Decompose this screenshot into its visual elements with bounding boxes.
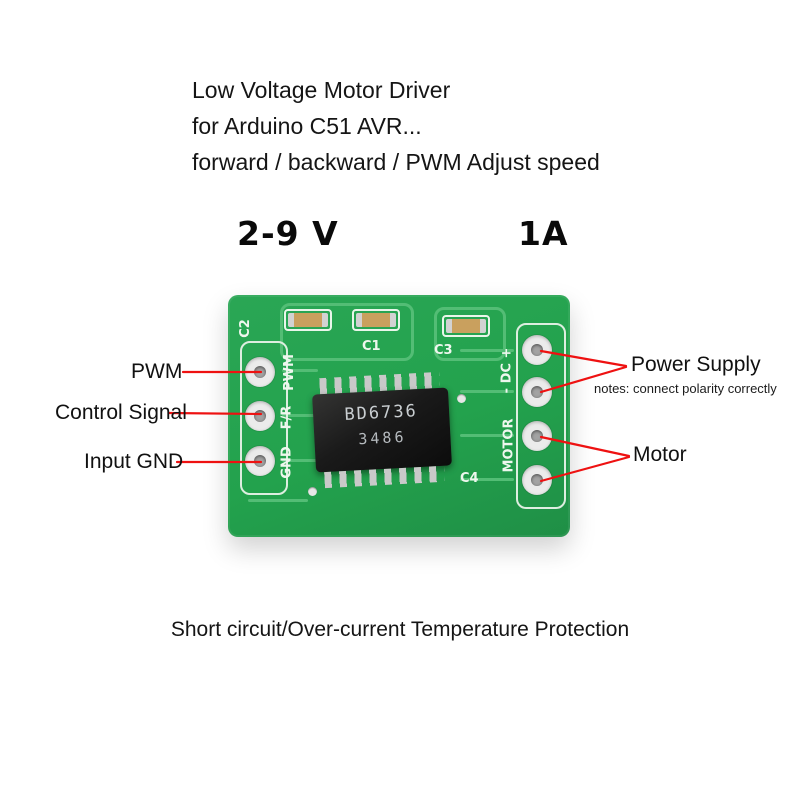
trace-loop [434,307,506,361]
pad-motor-2 [522,465,552,495]
silkscreen-dc: - DC + [499,347,515,394]
title-line-3: forward / backward / PWM Adjust speed [192,149,600,175]
pcb-module: C2 C1 C3 C4 PWM F/R GND - DC + MOTOR [228,295,570,537]
pcb-board: C2 C1 C3 C4 PWM F/R GND - DC + MOTOR [228,295,570,537]
trace [282,369,318,372]
trace [248,499,308,502]
title-line-1: Low Voltage Motor Driver [192,77,451,103]
silkscreen-gnd: GND [279,446,295,479]
trace-loop [280,303,414,361]
current-spec: 1A [518,214,569,253]
via [457,394,466,403]
pad-pwm [245,357,275,387]
label-power-supply: Power Supply [631,353,761,376]
pad-hole [254,455,266,467]
right-pin-header-outline [516,323,566,509]
pad-hole [531,430,543,442]
label-input-gnd: Input GND [84,450,184,473]
pad-dc-minus [522,377,552,407]
trace [460,349,514,352]
title-line-2: for Arduino C51 AVR... [192,113,422,139]
capacitor-body [446,319,486,333]
capacitor-body [288,313,328,327]
label-pwm: PWM [131,360,183,383]
label-control-signal: Control Signal [55,401,187,424]
pad-motor-1 [522,421,552,451]
capacitor-c3 [442,315,490,337]
label-motor: Motor [633,443,687,466]
footer-protection-note: Short circuit/Over-current Temperature P… [170,618,630,641]
pad-hole [254,410,266,422]
title-block: Low Voltage Motor Driver for Arduino C51… [192,72,600,180]
silkscreen-fr: F/R [279,405,295,430]
pad-hole [254,366,266,378]
capacitor-c2 [284,309,332,331]
pad-hole [531,386,543,398]
pad-hole [531,344,543,356]
capacitor-body [356,313,396,327]
trace [460,478,514,481]
pad-gnd [245,446,275,476]
pad-fr [245,401,275,431]
trace [460,390,514,393]
trace [282,459,318,462]
pad-hole [531,474,543,486]
silkscreen-c4: C4 [460,471,479,486]
voltage-spec: 2-9 V [237,214,339,253]
trace [282,414,318,417]
silkscreen-pwm: PWM [281,354,297,391]
silkscreen-motor: MOTOR [501,418,517,473]
label-power-note: notes: connect polarity correctly [594,381,777,396]
capacitor-c1 [352,309,400,331]
trace [460,434,514,437]
silkscreen-c2: C2 [237,319,253,338]
silkscreen-c1: C1 [362,339,381,354]
ic-chip: BD6736 3486 [311,371,453,489]
via [308,487,317,496]
left-pin-header-outline [240,341,288,495]
silkscreen-c3: C3 [434,343,453,358]
pad-dc-plus [522,335,552,365]
